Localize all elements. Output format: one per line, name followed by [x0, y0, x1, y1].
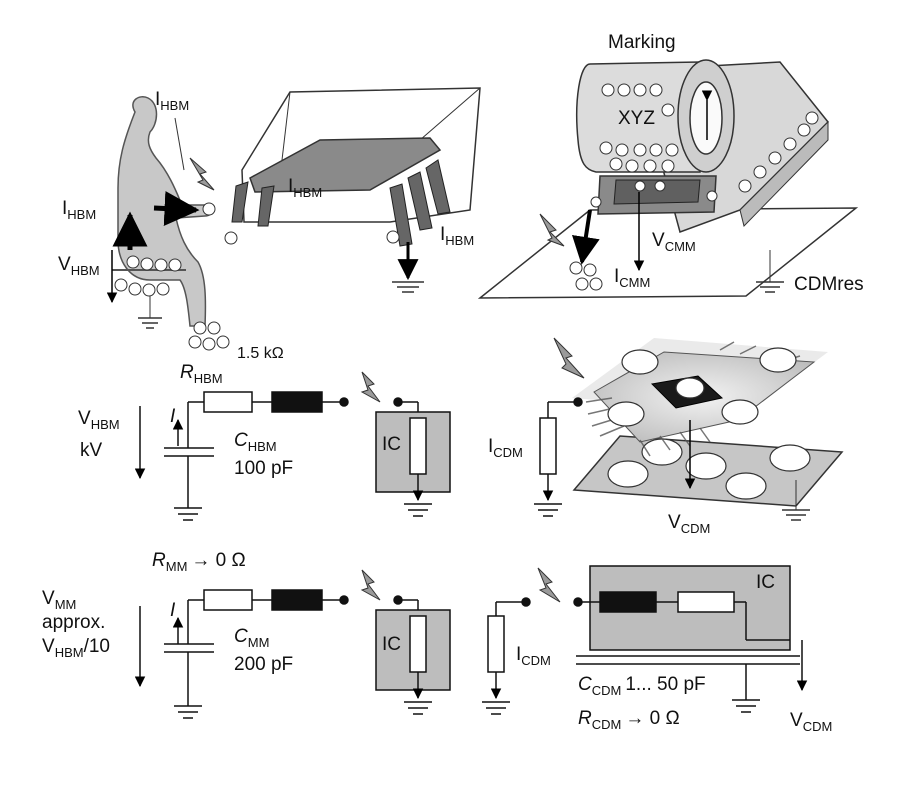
c-hbm-value: 100 pF — [234, 458, 293, 479]
r-hbm-label: RHBM — [180, 362, 223, 386]
kv-label: kV — [80, 440, 103, 461]
v-hbm-person-label: VHBM — [58, 254, 100, 278]
v-cdm-top-label: VCDM — [668, 512, 710, 536]
v-hbm-div-label: VHBM/10 — [42, 636, 110, 660]
plus-charges-seat — [126, 255, 182, 272]
v-cdm-bottom-label: VCDM — [790, 710, 832, 734]
hbm-resistor-value: 1.5 kΩ — [237, 345, 284, 362]
i-hbm-ground-label: IHBM — [440, 224, 474, 248]
cdm-bottom-circuit — [482, 565, 808, 715]
foot-charges — [188, 321, 230, 351]
mm-circuit — [134, 589, 419, 719]
r-mm-label: RMM→ 0 Ω — [152, 550, 246, 574]
cdm-top-circuit — [534, 397, 583, 517]
i-cdm-top-label: ICDM — [488, 436, 523, 460]
cdm-chip-illustration — [553, 337, 844, 521]
chip-plus-charges — [607, 347, 797, 427]
v-cmm-label: VCMM — [652, 230, 696, 254]
minus-charges-seat — [114, 278, 170, 297]
v-mm-label: VMM — [42, 588, 76, 612]
mm-ic-label: IC — [382, 634, 401, 655]
c-mm-value: 200 pF — [234, 654, 293, 675]
cylinder-minus-charges — [599, 83, 679, 173]
plane-minus-charges — [607, 438, 811, 500]
mm-circuit-spark-icon — [360, 569, 381, 601]
hbm-circuit-spark-icon — [360, 371, 381, 403]
cdm-ic-label: IC — [756, 572, 775, 593]
mm-circuit-ic-box — [375, 609, 451, 715]
slide-minus-charges — [738, 111, 819, 193]
r-cdm-label: RCDM→ 0 Ω — [578, 708, 680, 732]
i-mm-circuit-label: I — [170, 600, 176, 621]
approx-label: approx. — [42, 612, 105, 633]
hbm-ic-package-illustration — [224, 87, 481, 293]
package-marking-text: XYZ — [618, 108, 655, 129]
cdmres-label: CDMres — [794, 274, 864, 295]
marking-label: Marking — [608, 32, 676, 53]
i-hbm-circuit-label: I — [170, 406, 176, 427]
hbm-ic-label: IC — [382, 434, 401, 455]
i-hbm-chip-label: IHBM — [288, 176, 322, 200]
cdm-package-illustration — [477, 59, 859, 299]
v-hbm-circuit-label: VHBM — [78, 408, 120, 432]
c-mm-label: CMM — [234, 626, 269, 650]
i-hbm-top-label: IHBM — [155, 89, 189, 113]
i-cmm-label: ICMM — [614, 266, 650, 290]
hbm-circuit-ic-box — [375, 411, 451, 517]
i-hbm-left-label: IHBM — [62, 198, 96, 222]
c-hbm-label: CHBM — [234, 430, 277, 454]
hbm-person-illustration — [106, 96, 230, 351]
i-cdm-bottom-label: ICDM — [516, 644, 551, 668]
hbm-circuit — [134, 391, 419, 521]
